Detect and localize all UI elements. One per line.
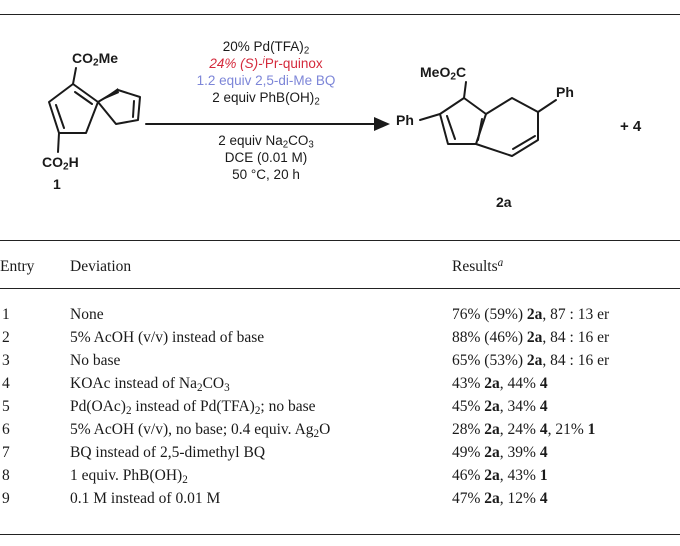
row-results: 28% 2a, 24% 4, 21% 1: [452, 421, 596, 438]
row-deviation: BQ instead of 2,5-dimethyl BQ: [70, 444, 266, 461]
conditions-above: 20% Pd(TFA)2 24% (S)-iPr-quinox 1.2 equi…: [150, 38, 382, 108]
table-row: 4 KOAc instead of Na2CO3 43% 2a, 44% 4: [0, 375, 680, 397]
header-deviation: Deviation: [70, 258, 132, 275]
table-row: 2 5% AcOH (v/v) instead of base 88% (46%…: [0, 329, 680, 351]
sm-inner-double-bonds: [55, 91, 93, 129]
row-deviation: Pd(OAc)2 instead of Pd(TFA)2; no base: [70, 398, 316, 417]
row-entry: 5: [2, 398, 10, 415]
row-results: 65% (53%) 2a, 84 : 16 er: [452, 352, 610, 369]
side-product-label: + 4: [620, 118, 642, 135]
condition-boronic-acid: 2 equiv PhB(OH)2: [212, 90, 320, 108]
row-deviation: 5% AcOH (v/v), no base; 0.4 equiv. Ag2O: [70, 421, 331, 440]
table-row: 7 BQ instead of 2,5-dimethyl BQ 49% 2a, …: [0, 444, 680, 466]
condition-oxidant: 1.2 equiv 2,5-di-Me BQ: [196, 73, 336, 88]
table-row: 3 No base 65% (53%) 2a, 84 : 16 er: [0, 352, 680, 374]
product-ring-double-bond: [512, 135, 536, 150]
row-results: 43% 2a, 44% 4: [452, 375, 548, 392]
row-deviation: No base: [70, 352, 121, 369]
row-entry: 8: [2, 467, 10, 484]
sm-wedge: [98, 88, 119, 102]
reaction-scheme: 20% Pd(TFA)2 24% (S)-iPr-quinox 1.2 equi…: [0, 0, 680, 240]
table-header-rule: [0, 288, 680, 289]
sm-ester-label: CO2Me: [72, 50, 119, 69]
row-results: 88% (46%) 2a, 84 : 16 er: [452, 329, 610, 346]
row-entry: 4: [2, 375, 10, 392]
sm-acid-bond: [57, 132, 60, 153]
row-deviation: None: [70, 306, 104, 323]
top-rule: [0, 14, 680, 15]
reaction-arrow-head: [374, 117, 390, 131]
table-row: 8 1 equiv. PhB(OH)2 46% 2a, 43% 1: [0, 467, 680, 489]
scheme-structures: [48, 67, 557, 157]
table-row: 9 0.1 M instead of 0.01 M 47% 2a, 12% 4: [0, 490, 680, 512]
conditions-below: 2 equiv Na2CO3 DCE (0.01 M) 50 °C, 20 h: [150, 132, 382, 183]
condition-ligand: 24% (S)-iPr-quinox: [209, 55, 323, 71]
product-compound-number: 2a: [496, 194, 512, 210]
condition-temp-time: 50 °C, 20 h: [232, 167, 300, 182]
row-entry: 1: [2, 306, 10, 323]
table-header: Entry Deviation Resultsa: [0, 252, 680, 282]
product-ph-left-bond: [419, 113, 441, 121]
row-entry: 2: [2, 329, 10, 346]
condition-base: 2 equiv Na2CO3: [218, 133, 314, 151]
row-deviation: 0.1 M instead of 0.01 M: [70, 490, 221, 507]
product-six-ring: [475, 97, 539, 157]
sm-compound-number: 1: [53, 176, 61, 192]
row-entry: 9: [2, 490, 10, 507]
condition-catalyst: 20% Pd(TFA)2: [222, 39, 310, 57]
product-ester-label: MeO2C: [420, 64, 467, 83]
row-entry: 7: [2, 444, 10, 461]
condition-solvent: DCE (0.01 M): [224, 150, 308, 165]
sm-ring-bonds: [48, 83, 99, 134]
header-results: Resultsa: [452, 256, 504, 275]
row-results: 45% 2a, 34% 4: [452, 398, 548, 415]
row-deviation: 1 equiv. PhB(OH)2: [70, 467, 188, 486]
sm-spiro-double-bond: [132, 100, 135, 118]
table-bottom-rule: [0, 534, 680, 535]
product-ph-right-bond: [537, 99, 557, 113]
header-entry: Entry: [0, 258, 35, 275]
row-results: 49% 2a, 39% 4: [452, 444, 548, 461]
table-row: 1 None 76% (59%) 2a, 87 : 13 er: [0, 306, 680, 328]
table-row: 5 Pd(OAc)2 instead of Pd(TFA)2; no base …: [0, 398, 680, 420]
product-ph-right: Ph: [556, 84, 574, 100]
table-top-rule: [0, 240, 680, 241]
row-entry: 6: [2, 421, 10, 438]
product-five-ring: [439, 97, 487, 145]
row-results: 76% (59%) 2a, 87 : 13 er: [452, 306, 610, 323]
row-deviation: 5% AcOH (v/v) instead of base: [70, 329, 265, 346]
row-results: 46% 2a, 43% 1: [452, 467, 548, 484]
sm-acid-label: CO2H: [42, 154, 79, 173]
table-row: 6 5% AcOH (v/v), no base; 0.4 equiv. Ag2…: [0, 421, 680, 443]
product-double-bonds: [446, 115, 483, 141]
product-ester-bond: [463, 81, 467, 99]
row-deviation: KOAc instead of Na2CO3: [70, 375, 230, 394]
product-ph-left: Ph: [396, 112, 414, 128]
sm-ester-bond: [72, 67, 77, 85]
row-results: 47% 2a, 12% 4: [452, 490, 548, 507]
row-entry: 3: [2, 352, 10, 369]
